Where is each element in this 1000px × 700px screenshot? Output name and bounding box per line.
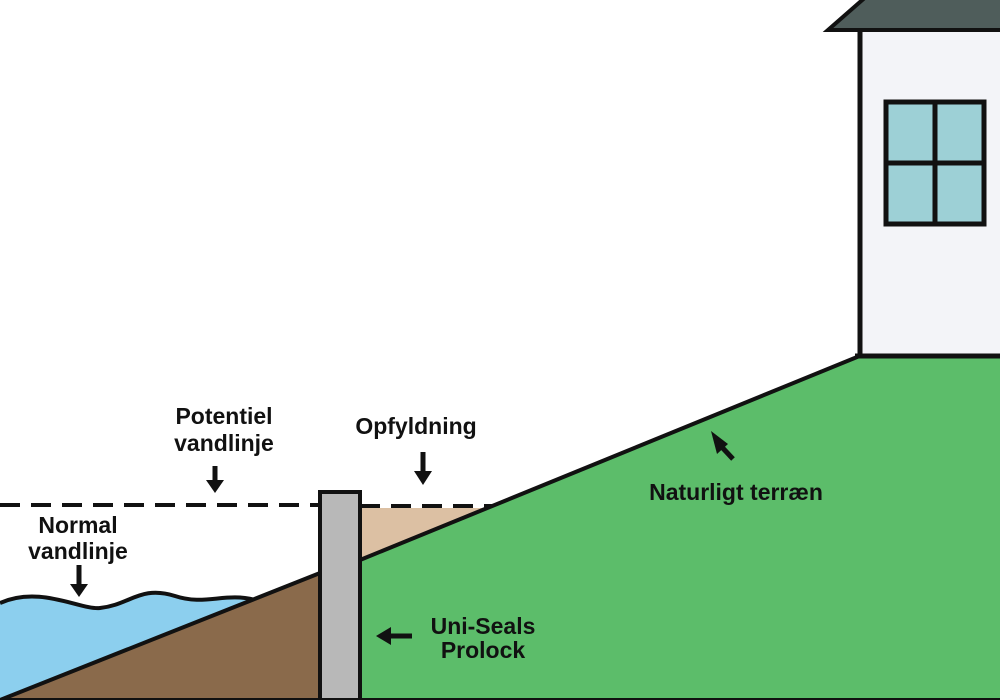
terrain-label: Naturligt terræn bbox=[649, 479, 823, 505]
arrow-up-left-terrain-icon bbox=[711, 431, 735, 461]
terrain-slope-line bbox=[359, 353, 863, 562]
arrow-down-fill-icon bbox=[414, 452, 432, 485]
house-roof bbox=[822, 0, 1000, 32]
normal-water-surface bbox=[0, 590, 256, 611]
normal-water-line-label-1: Normal bbox=[38, 512, 117, 538]
potential-water-line-label-2: vandlinje bbox=[174, 430, 274, 456]
prolock-label-1: Uni-Seals bbox=[431, 613, 536, 639]
natural-terrain bbox=[360, 355, 1000, 700]
prolock-label-2: Prolock bbox=[441, 637, 526, 663]
arrow-left-prolock-icon bbox=[376, 627, 412, 645]
normal-water-line-label-2: vandlinje bbox=[28, 538, 128, 564]
bank-slope-line bbox=[0, 571, 321, 700]
potential-water-line-label-1: Potentiel bbox=[175, 403, 272, 429]
fill-label: Opfyldning bbox=[355, 413, 476, 439]
house-window bbox=[883, 99, 987, 227]
arrow-down-potential-icon bbox=[206, 466, 224, 493]
prolock-barrier-wall bbox=[318, 490, 362, 700]
arrow-down-normal-icon bbox=[70, 565, 88, 597]
